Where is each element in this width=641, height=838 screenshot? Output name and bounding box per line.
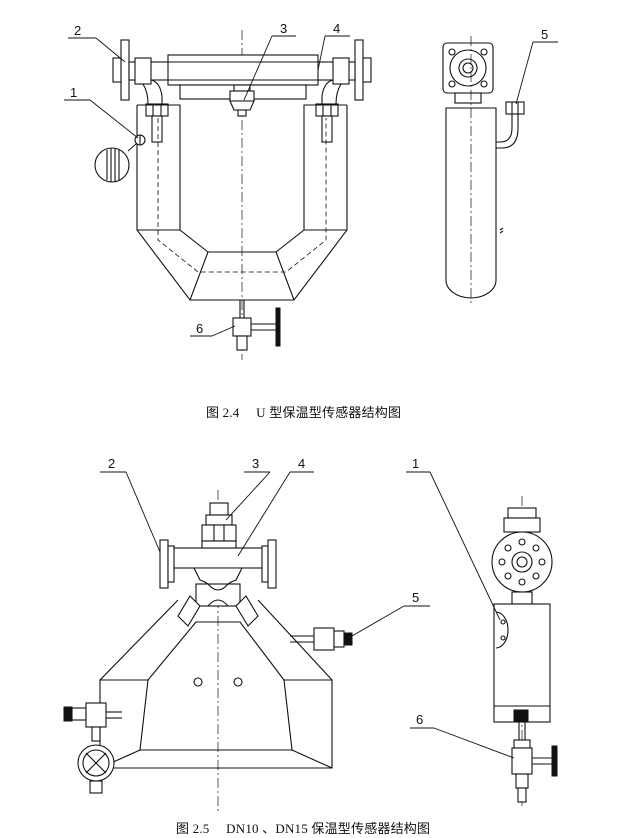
fig25-callout-6: 6 [416, 712, 423, 727]
fig24-side-view [442, 36, 525, 305]
fig24-callout-1: 1 [70, 85, 77, 100]
fig25-callout-2: 2 [108, 456, 115, 471]
fig24-callout-4: 4 [333, 21, 340, 36]
fig25-front-view [63, 490, 353, 812]
fig24-front-view [94, 30, 372, 360]
fig25-callout-3: 3 [252, 456, 259, 471]
fig24-caption: 图 2.4 U 型保温型传感器结构图 [206, 405, 402, 420]
fig24-callout-3: 3 [280, 21, 287, 36]
fig25-caption: 图 2.5 DN10 、DN15 保温型传感器结构图 [176, 821, 431, 836]
fig25-callout-1: 1 [412, 456, 419, 471]
fig24-callout-5: 5 [541, 27, 548, 42]
fig24-callout-2: 2 [74, 23, 81, 38]
fig25-callout-4: 4 [298, 456, 305, 471]
fig25-side-view [491, 496, 558, 806]
fig25-callout-5: 5 [412, 590, 419, 605]
fig24-callout-6: 6 [196, 321, 203, 336]
